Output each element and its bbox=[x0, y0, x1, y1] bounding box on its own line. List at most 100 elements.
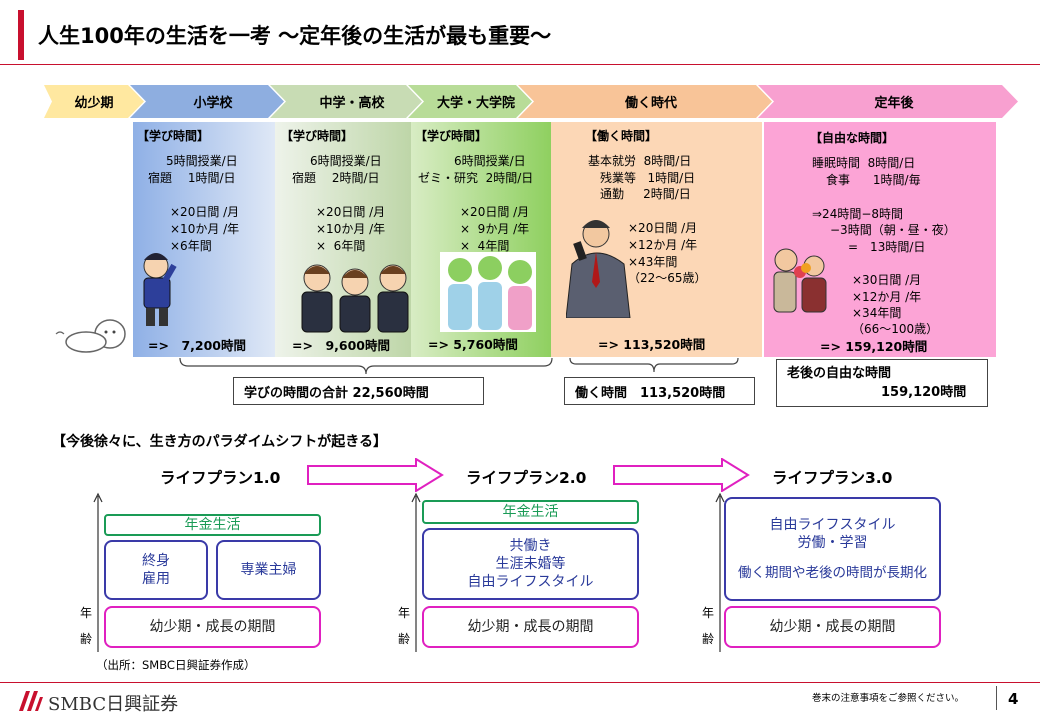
stage-chevron-strip bbox=[44, 85, 1018, 118]
middle-high-line: × 6年間 bbox=[316, 239, 366, 253]
plan1-childhood-box: 幼少期・成長の期間 bbox=[104, 606, 321, 648]
stage-label-elementary: 小学校 bbox=[193, 96, 233, 111]
university-line: × 9か月 /年 bbox=[460, 222, 530, 236]
arrow-right-icon bbox=[307, 458, 444, 492]
university-line: × 4年間 bbox=[460, 239, 510, 253]
stage-chevron-0 bbox=[44, 85, 144, 118]
axis-label: 年 bbox=[80, 606, 93, 620]
plan2-pension-box: 年金生活 bbox=[422, 500, 639, 524]
university-line: 6時間授業/日 bbox=[454, 154, 526, 168]
retire-total: => 159,120時間 bbox=[820, 339, 928, 354]
elementary-line: 5時間授業/日 bbox=[166, 154, 238, 168]
age-axis-1 bbox=[93, 492, 103, 652]
plan1-pension-box: 年金生活 bbox=[104, 514, 321, 536]
work-heading: 【働く時間】 bbox=[585, 129, 658, 143]
smbc-logo-icon bbox=[19, 691, 43, 711]
middle-high-line: 6時間授業/日 bbox=[310, 154, 382, 168]
retire-panel-bg bbox=[764, 122, 996, 357]
title-divider bbox=[0, 64, 1040, 65]
university-line: ゼミ・研究 2時間/日 bbox=[418, 171, 534, 185]
axis-label: 年 bbox=[398, 606, 411, 620]
axis-label: 齢 bbox=[398, 632, 411, 646]
stage-chevron-1 bbox=[130, 85, 284, 118]
braces bbox=[179, 357, 739, 375]
retire-line: 睡眠時間 8時間/日 bbox=[812, 156, 916, 170]
stage-label-childhood: 幼少期 bbox=[74, 96, 114, 111]
work-total: => 113,520時間 bbox=[598, 337, 706, 352]
elementary-line: ×20日間 /月 bbox=[170, 205, 240, 219]
disclaimer-notice: 巻末の注意事項をご参照ください。 bbox=[812, 693, 965, 704]
schoolboy-illustration bbox=[143, 253, 177, 326]
university-heading: 【学び時間】 bbox=[415, 129, 488, 143]
elderly-couple-illustration bbox=[773, 248, 827, 313]
university-total: => 5,760時間 bbox=[428, 337, 518, 352]
work-line: ×12か月 /年 bbox=[628, 238, 698, 252]
plan-title-1: ライフプラン1.0 bbox=[160, 469, 281, 487]
stage-label-university: 大学・大学院 bbox=[436, 96, 515, 111]
axis-label: 齢 bbox=[80, 632, 93, 646]
plan2-lifestyle-box: 共働き 生涯未婚等 自由ライフスタイル bbox=[422, 528, 639, 600]
stage-chevron-4 bbox=[518, 85, 772, 118]
elementary-line: 宿題 1時間/日 bbox=[148, 171, 236, 185]
university-students-illustration bbox=[440, 252, 536, 332]
page-title: 人生100年の生活を一考 ～定年後の生活が最も重要～ bbox=[38, 24, 552, 48]
retire-line: ×30日間 /月 bbox=[852, 273, 922, 287]
free-total-box: 老後の自由な時間 159,120時間 bbox=[776, 359, 988, 407]
work-total-box: 働く時間 113,520時間 bbox=[564, 377, 755, 405]
stage-chevron-5 bbox=[758, 85, 1018, 118]
retire-heading: 【自由な時間】 bbox=[810, 131, 895, 145]
source-note: （出所：SMBC日興証券作成） bbox=[96, 658, 256, 672]
plan-title-2: ライフプラン2.0 bbox=[466, 469, 587, 487]
work-line: （22～65歳） bbox=[628, 271, 707, 285]
stage-label-retire: 定年後 bbox=[874, 96, 914, 111]
stage-label-middle-high: 中学・高校 bbox=[319, 96, 385, 111]
retire-line: = 13時間/日 bbox=[848, 240, 926, 254]
work-line: 通勤 2時間/日 bbox=[600, 187, 691, 201]
middle-high-heading: 【学び時間】 bbox=[281, 129, 354, 143]
stage-chevron-3 bbox=[408, 85, 532, 118]
retire-line: ×34年間 bbox=[852, 306, 902, 320]
work-line: 残業等 1時間/日 bbox=[600, 171, 696, 185]
elementary-heading: 【学び時間】 bbox=[137, 129, 210, 143]
retire-line: （66～100歳） bbox=[852, 322, 939, 336]
elementary-panel-bg bbox=[133, 122, 275, 357]
retire-line: −3時間（朝・昼・夜） bbox=[830, 223, 956, 237]
study-total-box: 学びの時間の合計 22,560時間 bbox=[233, 377, 484, 405]
axis-label: 齢 bbox=[702, 632, 715, 646]
age-axis-2 bbox=[411, 492, 421, 652]
middle-high-line: 宿題 2時間/日 bbox=[292, 171, 380, 185]
elementary-line: ×10か月 /年 bbox=[170, 222, 240, 236]
university-line: ×20日間 /月 bbox=[460, 205, 530, 219]
stage-label-work: 働く時代 bbox=[624, 96, 677, 111]
elementary-total: => 7,200時間 bbox=[148, 338, 246, 353]
footer-separator bbox=[996, 686, 997, 710]
age-axis-3 bbox=[715, 492, 725, 652]
stage-chevron-2 bbox=[270, 85, 422, 118]
students-illustration bbox=[301, 264, 409, 333]
elementary-line: ×6年間 bbox=[170, 239, 212, 253]
work-line: ×20日間 /月 bbox=[628, 221, 698, 235]
middle-high-line: ×10か月 /年 bbox=[316, 222, 386, 236]
page-number: 4 bbox=[1008, 690, 1019, 708]
businessman-illustration bbox=[566, 220, 631, 318]
title-accent-bar bbox=[18, 10, 24, 60]
plan1-housewife-box: 専業主婦 bbox=[216, 540, 321, 600]
plan2-childhood-box: 幼少期・成長の期間 bbox=[422, 606, 639, 648]
retire-line: 食事 1時間/毎 bbox=[826, 173, 921, 187]
middle-high-total: => 9,600時間 bbox=[292, 338, 390, 353]
work-line: 基本就労 8時間/日 bbox=[588, 154, 692, 168]
footer-divider bbox=[0, 682, 1040, 683]
retire-line: ×12か月 /年 bbox=[852, 290, 922, 304]
retire-line: ⇒24時間−8時間 bbox=[812, 207, 904, 221]
plan-title-3: ライフプラン3.0 bbox=[772, 469, 893, 487]
shift-title: 【今後徐々に、生き方のパラダイムシフトが起きる】 bbox=[52, 434, 388, 450]
company-logo-text: SMBC日興証券 bbox=[48, 694, 179, 715]
arrow-right-icon bbox=[613, 458, 750, 492]
baby-illustration bbox=[55, 319, 126, 353]
plan1-lifetime-employment-box: 終身 雇用 bbox=[104, 540, 208, 600]
work-line: ×43年間 bbox=[628, 255, 678, 269]
middle-high-line: ×20日間 /月 bbox=[316, 205, 386, 219]
plan3-lifestyle-box: 自由ライフスタイル 労働・学習 働く期間や老後の時間が長期化 bbox=[724, 497, 941, 601]
plan3-childhood-box: 幼少期・成長の期間 bbox=[724, 606, 941, 648]
axis-label: 年 bbox=[702, 606, 715, 620]
